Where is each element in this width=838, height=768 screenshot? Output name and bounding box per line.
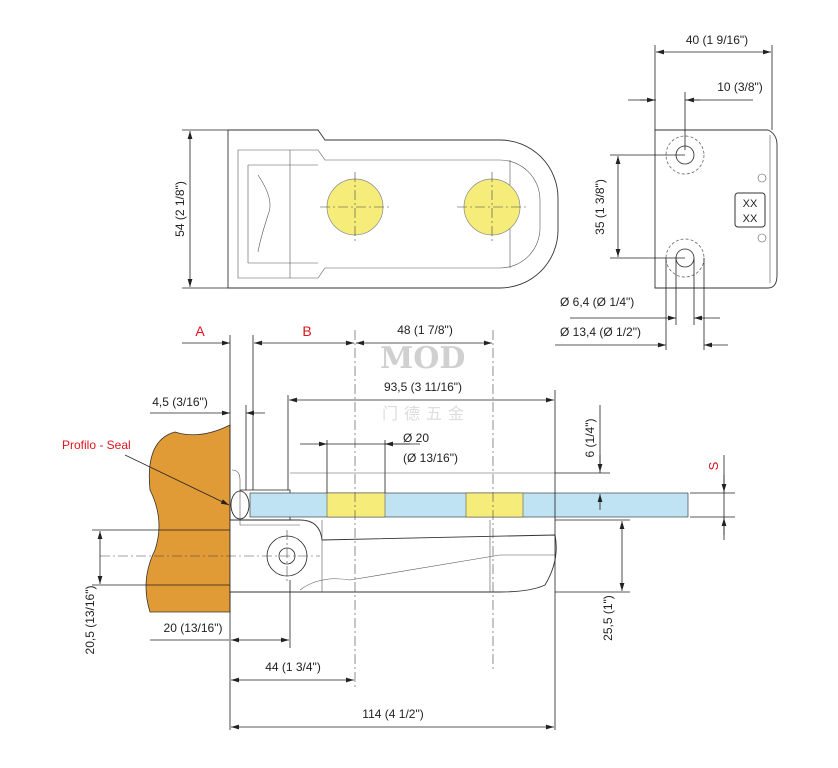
marking-line-2: XX (743, 213, 758, 225)
watermark-subtitle: 门德五金 (382, 405, 470, 423)
dimension-48: 48 (1 7/8") (397, 323, 453, 337)
dimension-6: 6 (1/4") (583, 419, 597, 458)
dimension-hole-inch: (Ø 13/16") (403, 451, 458, 465)
marking-line-1: XX (743, 198, 758, 210)
label-s: S (706, 461, 721, 470)
dimension-93-5: 93,5 (3 11/16") (384, 380, 462, 394)
section-view: A B 48 (1 7/8") 93,5 (3 11/16") 4,5 (3/1… (62, 323, 735, 730)
dimension-hole: Ø 20 (403, 431, 429, 445)
dimension-20-5: 20,5 (13/16") (83, 586, 97, 655)
marking-box (734, 192, 766, 228)
seal-profile (230, 490, 250, 520)
dimension-20: 20 (13/16") (164, 621, 223, 635)
dimension-114: 114 (4 1/2") (362, 707, 423, 721)
glass-hole-2 (465, 492, 524, 518)
wall (145, 424, 231, 613)
dimension-44: 44 (1 3/4") (265, 660, 321, 674)
top-view: 54 (2 1/8") (173, 129, 559, 289)
offset-dimension: 10 (3/8") (717, 80, 763, 94)
small-hole-dimension: Ø 6,4 (Ø 1/4") (560, 295, 634, 309)
dimension-25-5: 25,5 (1") (601, 595, 615, 641)
side-view: XX XX 40 (1 9/16") 10 (3/8") 35 (1 3/8")… (555, 33, 778, 350)
hole-spacing-dimension: 35 (1 3/8") (593, 179, 607, 235)
height-dimension: 54 (2 1/8") (173, 181, 187, 237)
label-b: B (302, 323, 311, 339)
dimension-4-5: 4,5 (3/16") (152, 395, 208, 409)
large-hole-dimension: Ø 13,4 (Ø 1/2") (560, 325, 641, 339)
glass-hole-1 (326, 492, 386, 518)
label-a: A (195, 323, 205, 339)
seal-label: Profilo - Seal (62, 438, 131, 452)
width-dimension: 40 (1 9/16") (686, 33, 748, 47)
watermark-brand: MOD (380, 341, 465, 376)
watermark: MOD 门德五金 (380, 341, 470, 423)
